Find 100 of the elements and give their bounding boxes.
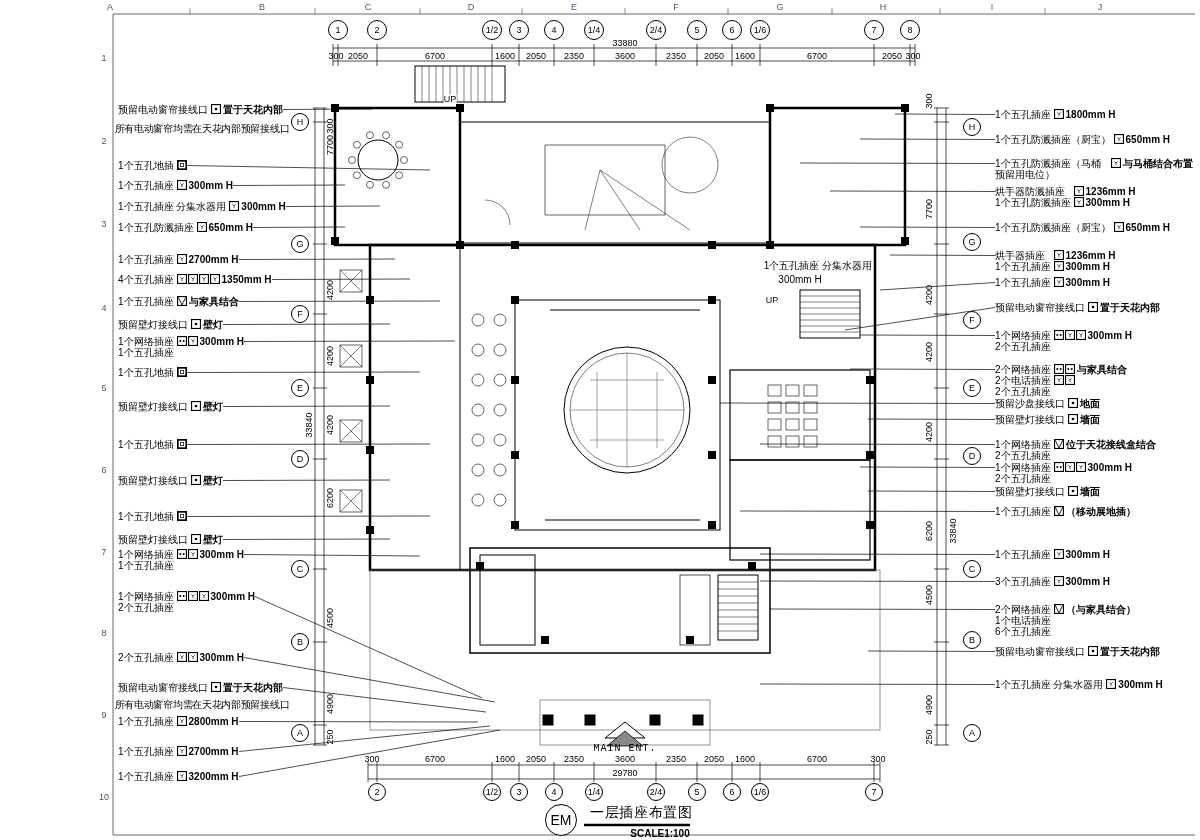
- frame-reference: 9: [101, 710, 107, 720]
- dimension-text: 300: [328, 51, 344, 61]
- dimension-text: 300: [325, 118, 335, 134]
- dimension-text: 2350: [666, 51, 686, 61]
- dimension-text: 6700: [425, 754, 445, 764]
- spec-text: 300mm H: [1065, 261, 1111, 272]
- annotation-text: 1个网络插座: [118, 549, 174, 560]
- annotation-text: 2个五孔插座: [995, 341, 1051, 352]
- spec-text: 1236mm H: [1085, 186, 1136, 197]
- frame-reference: C: [364, 2, 372, 12]
- spec-text: 300mm H: [199, 336, 245, 347]
- scale-text: SCALE1:100: [630, 829, 690, 839]
- annotation-text: 6个五孔插座: [995, 626, 1051, 637]
- frame-reference: 10: [99, 792, 109, 802]
- annotation-text: 预留电动窗帘接线口: [995, 646, 1085, 657]
- dimension-text: 4200: [325, 346, 335, 366]
- dimension-text: 4200: [924, 422, 934, 442]
- spec-text: 1236mm H: [1065, 250, 1116, 261]
- annotation-text: 1个五孔地插: [118, 439, 174, 450]
- dimension-text: 3600: [615, 754, 635, 764]
- axis-bubble: D: [963, 447, 981, 465]
- leader-line: [867, 490, 996, 492]
- spec-text: 置于天花内部: [1100, 646, 1160, 657]
- leader-line: [238, 725, 491, 752]
- dimension-text: 4500: [924, 585, 934, 605]
- leader-line: [859, 138, 996, 140]
- leader-line: [859, 466, 996, 468]
- leader-line: [238, 729, 501, 777]
- spec-text: 1350mm H: [221, 274, 272, 285]
- frame-reference: B: [259, 2, 265, 12]
- axis-bubble: 3: [509, 20, 529, 40]
- annotation-text: 1个五孔插座: [995, 261, 1051, 272]
- leader-line: [759, 683, 996, 685]
- dimension-text: 1600: [495, 754, 515, 764]
- dimension-text: 250: [924, 729, 934, 745]
- dimension-text: 2050: [704, 51, 724, 61]
- annotation-text: 1个五孔防溅插座（马桶预留用电位）: [995, 158, 1102, 180]
- annotation-text: 1个五孔插座: [118, 347, 174, 358]
- spec-text: 300mm H: [1118, 679, 1163, 690]
- dimension-text: 300: [924, 93, 934, 109]
- leader-line: [867, 650, 996, 652]
- axis-bubble: E: [291, 379, 309, 397]
- drawing-title: 一层插座布置图: [590, 805, 693, 819]
- dimension-text: 2050: [526, 51, 546, 61]
- spec-text: 300mm H: [188, 180, 234, 191]
- spec-text: 300mm H: [1065, 549, 1111, 560]
- leader-line: [859, 334, 996, 336]
- spec-text: 300mm H: [199, 652, 245, 663]
- axis-bubble: 1: [328, 20, 348, 40]
- spec-text: （与家具结合）: [1065, 604, 1136, 615]
- note-text: 所有电动窗帘均需在天花内部预留接线口: [114, 124, 290, 134]
- axis-bubble: 1/6: [750, 20, 770, 40]
- annotation-text: 预留壁灯接线口: [118, 534, 188, 545]
- frame-reference: 7: [101, 547, 107, 557]
- stair-direction-text: UP: [443, 94, 457, 104]
- annotation-text: 1个网络插座: [118, 591, 174, 602]
- leader-line: [867, 418, 996, 420]
- annotation-text: 1个五孔插座: [118, 746, 174, 757]
- dimension-text: 7700: [325, 135, 335, 155]
- leader-line: [222, 405, 391, 407]
- annotation-text: 1个五孔插座: [118, 254, 174, 265]
- axis-bubble: 2/4: [646, 20, 666, 40]
- leader-line: [186, 165, 431, 171]
- dimension-text: 6700: [807, 51, 827, 61]
- axis-bubble: 1/6: [751, 783, 769, 801]
- leader-line: [238, 300, 441, 302]
- leader-line: [849, 368, 996, 370]
- annotation-text: 1个五孔地插: [118, 511, 174, 522]
- annotation-text: 2个五孔插座: [118, 652, 174, 663]
- annotation-text: 1个网络插座: [995, 439, 1051, 450]
- spec-text: 壁灯: [203, 401, 223, 412]
- spec-text: 3200mm H: [188, 771, 239, 782]
- dimension-text: 2050: [348, 51, 368, 61]
- spec-text: 300mm H: [241, 201, 286, 212]
- leader-line: [243, 340, 456, 342]
- frame-reference: G: [776, 2, 784, 12]
- dimension-text: 6200: [924, 521, 934, 541]
- annotation-text: 预留壁灯接线口: [995, 486, 1065, 497]
- annotation-text: 预留壁灯接线口: [995, 414, 1065, 425]
- spec-text: 300mm H: [1085, 197, 1131, 208]
- annotation-text: 1个网络插座: [118, 336, 174, 347]
- annotation-text: 预留电动窗帘接线口: [118, 682, 208, 693]
- dimension-text: 7700: [924, 199, 934, 219]
- annotation-text: 预留电动窗帘接线口: [118, 104, 208, 115]
- annotation-text: 1个五孔地插: [118, 367, 174, 378]
- leader-line: [252, 226, 346, 228]
- entrance-text: MAIN ENT.: [593, 744, 657, 754]
- axis-bubble: D: [291, 450, 309, 468]
- frame-reference: 4: [101, 303, 107, 313]
- annotation-text: 预留电动窗帘接线口: [995, 302, 1085, 313]
- dimension-text: 2350: [564, 754, 584, 764]
- leader-line: [243, 554, 421, 557]
- axis-bubble: 1/2: [483, 783, 501, 801]
- leader-line: [285, 205, 381, 207]
- note-text: 所有电动窗帘均需在天花内部预留接线口: [114, 700, 290, 710]
- axis-bubble: 3: [510, 783, 528, 801]
- leader-line: [254, 596, 483, 699]
- annotation-text: 1个五孔插座: [118, 716, 174, 727]
- axis-bubble: 7: [865, 783, 883, 801]
- annotation-text: 1个五孔插座: [995, 549, 1051, 560]
